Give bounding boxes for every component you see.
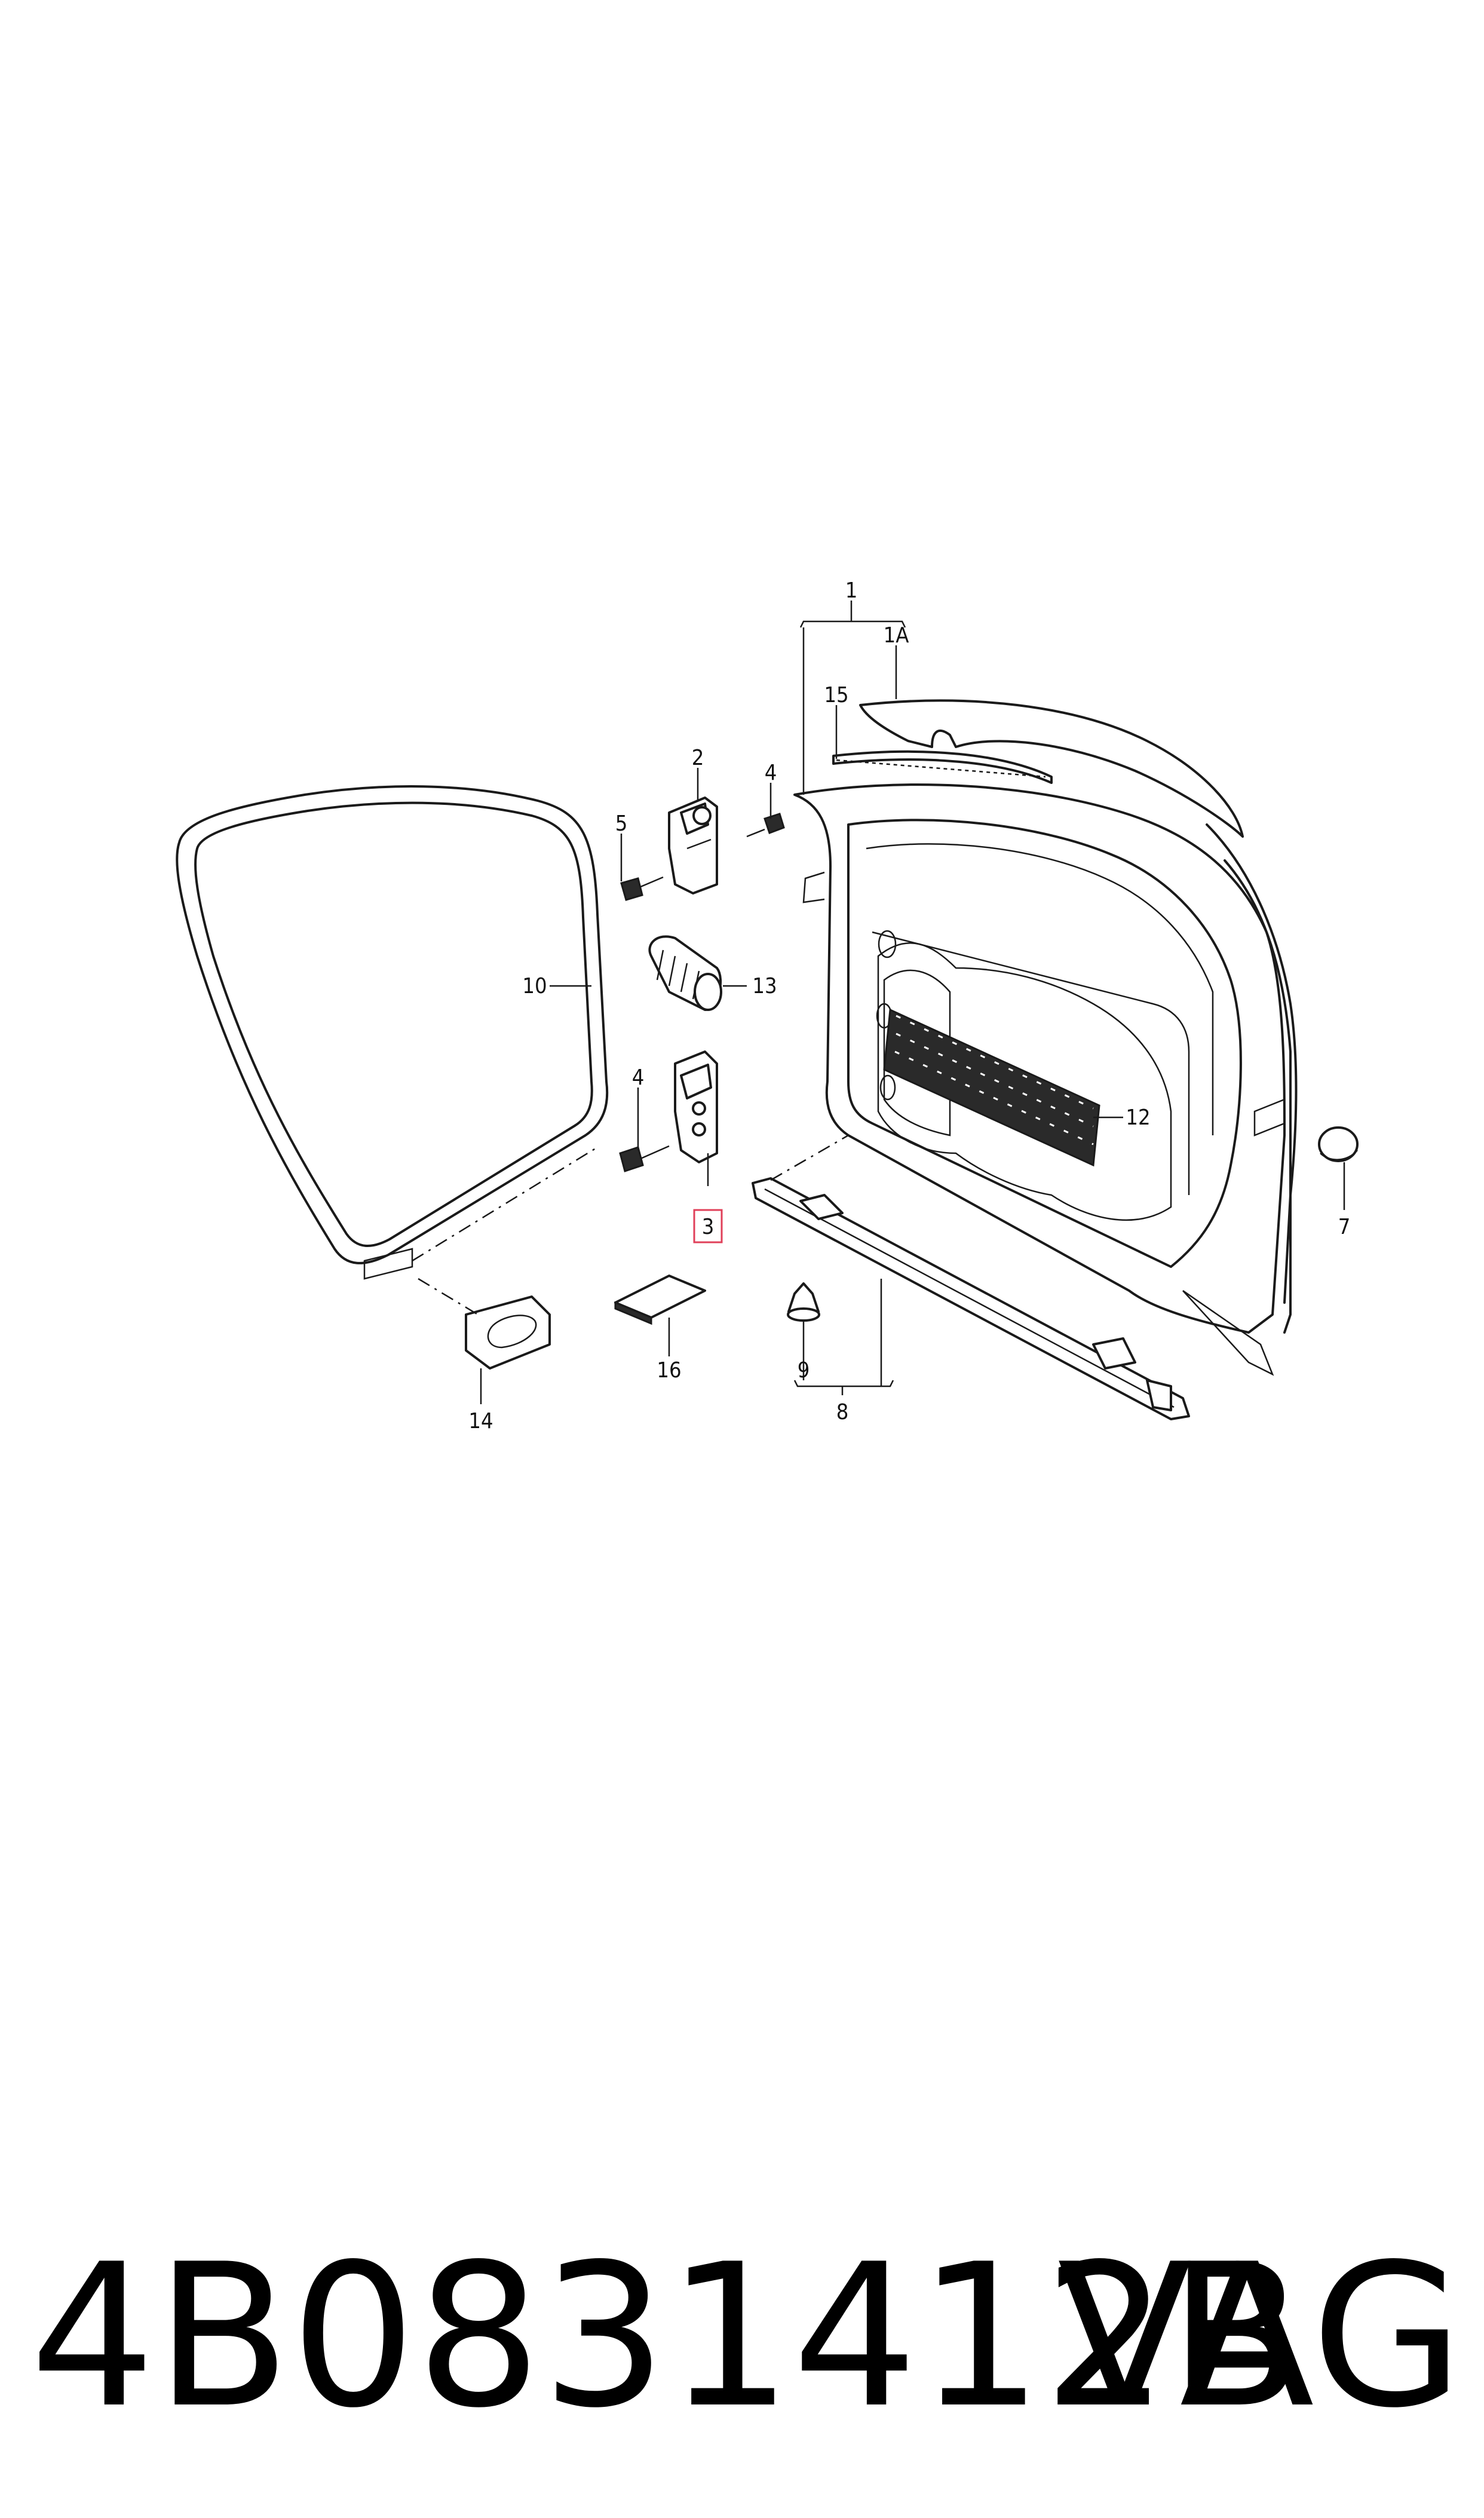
callout-8: 8 — [836, 1400, 849, 1425]
callout-16: 16 — [657, 1358, 681, 1383]
insulation-pad — [883, 1008, 1100, 1167]
callout-4-lower: 4 — [632, 1065, 645, 1090]
edge-strip — [832, 750, 1053, 784]
callout-7: 7 — [1338, 1215, 1351, 1239]
callout-12: 12 — [1126, 1105, 1150, 1130]
footer: 4B0831412B VAG — [30, 2223, 1464, 2450]
lower-hinge — [674, 1050, 718, 1163]
clip — [787, 1282, 820, 1322]
part-number: 4B0831412B — [30, 2222, 1304, 2451]
callout-14: 14 — [468, 1409, 493, 1433]
callout-9: 9 — [798, 1358, 810, 1383]
sill-strip — [752, 1177, 1190, 1420]
cap — [1318, 1126, 1359, 1162]
callout-2: 2 — [692, 746, 704, 770]
leader-lines — [412, 601, 1345, 1404]
callout-1: 1 — [845, 578, 858, 603]
callout-15: 15 — [824, 683, 848, 707]
upper-hinge — [668, 797, 718, 895]
door-seal — [176, 785, 609, 1264]
window-trim — [859, 699, 1244, 838]
cable-boot — [648, 935, 722, 1011]
brand-name: VAG — [1057, 2222, 1464, 2451]
door-frame — [793, 783, 1298, 1376]
plug — [465, 1295, 551, 1370]
callout-3-highlight — [693, 1209, 723, 1243]
seal-label-box — [363, 1248, 413, 1280]
callout-10: 10 — [522, 974, 547, 998]
bolt-4-lower — [619, 1145, 670, 1172]
bolt-5 — [620, 876, 664, 901]
callout-4-upper: 4 — [765, 761, 777, 785]
callout-3: 3 — [702, 1215, 715, 1239]
callout-13: 13 — [752, 974, 777, 998]
pad — [614, 1275, 706, 1325]
callout-labels: 1 1A 2 3 4 4 5 7 8 9 10 12 13 14 15 16 — [468, 578, 1350, 1433]
bolt-4-upper — [746, 813, 785, 838]
callout-5: 5 — [615, 811, 628, 836]
callout-1a: 1A — [884, 623, 909, 648]
